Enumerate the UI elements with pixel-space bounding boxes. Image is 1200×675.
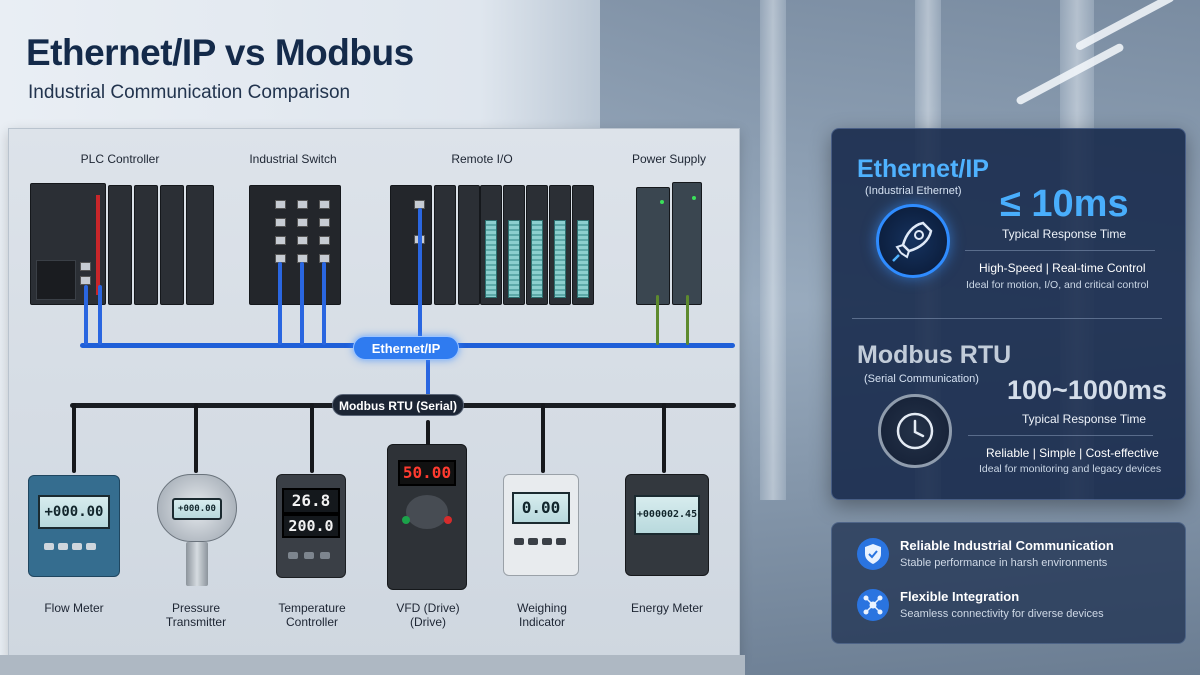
- modbus-rtu-badge: Modbus RTU (Serial): [332, 394, 464, 416]
- modbus-drop-cable: [310, 403, 314, 473]
- modbus-response-value: 100~1000ms: [1007, 375, 1167, 405]
- ethernet-subheading: (Industrial Ethernet): [865, 185, 962, 197]
- weighing-display: 0.00: [512, 492, 570, 524]
- network-icon: [857, 589, 889, 621]
- clock-icon: [878, 394, 952, 468]
- modbus-response-label: Typical Response Time: [1022, 412, 1147, 426]
- modbus-drop-cable: [662, 403, 666, 473]
- ethernet-response-label: Typical Response Time: [1002, 227, 1127, 241]
- ethernet-cable: [278, 262, 282, 345]
- modbus-description: Ideal for monitoring and legacy devices: [979, 463, 1162, 475]
- benefit-1-title: Reliable Industrial Communication: [900, 538, 1114, 553]
- ethernet-cable: [418, 208, 422, 345]
- page-title: Ethernet/IP vs Modbus: [26, 32, 414, 73]
- pressure-transmitter-label: Pressure Transmitter: [165, 601, 227, 629]
- pressure-display: +000.00: [172, 498, 222, 520]
- temp-pv-display: 26.8: [282, 488, 340, 514]
- ethernet-features: High-Speed | Real-time Control: [979, 261, 1146, 275]
- ethernet-heading: Ethernet/IP: [857, 155, 989, 183]
- panel-base: [0, 655, 745, 675]
- vfd-drive-label: VFD (Drive) (Drive): [396, 601, 460, 629]
- ethernet-cable: [98, 285, 102, 345]
- ethernet-cable: [322, 262, 326, 345]
- ethernet-ip-badge: Ethernet/IP: [353, 336, 459, 360]
- power-supply-label: Power Supply: [631, 152, 707, 166]
- benefits-card: [831, 522, 1186, 644]
- benefit-2-description: Seamless connectivity for diverse device…: [900, 608, 1104, 620]
- ethernet-description: Ideal for motion, I/O, and critical cont…: [966, 279, 1149, 291]
- power-wire: [686, 295, 689, 345]
- temperature-controller-label: Temperature Controller: [278, 601, 346, 629]
- flow-meter-label: Flow Meter: [44, 601, 104, 615]
- modbus-drop-cable: [541, 403, 545, 473]
- ethernet-response-value: ≤ 10ms: [1000, 183, 1129, 225]
- benefit-2-title: Flexible Integration: [900, 589, 1020, 604]
- benefit-1-description: Stable performance in harsh environments: [900, 557, 1108, 569]
- divider: [965, 250, 1155, 251]
- divider: [968, 435, 1153, 436]
- gateway-cable: [426, 345, 430, 397]
- ethernet-cable: [300, 262, 304, 345]
- modbus-drop-cable: [72, 403, 76, 473]
- modbus-features: Reliable | Simple | Cost-effective: [986, 446, 1159, 460]
- ethernet-cable: [84, 285, 88, 345]
- remote-io-label: Remote I/O: [451, 152, 513, 166]
- modbus-subheading: (Serial Communication): [864, 373, 979, 385]
- energy-meter-label: Energy Meter: [630, 601, 704, 615]
- weighing-indicator-label: Weighing Indicator: [517, 601, 567, 629]
- plc-controller-label: PLC Controller: [80, 152, 160, 166]
- power-wire: [656, 295, 659, 345]
- industrial-switch-label: Industrial Switch: [249, 152, 337, 166]
- modbus-drop-cable: [194, 403, 198, 473]
- temp-sv-display: 200.0: [282, 514, 340, 538]
- modbus-heading: Modbus RTU: [857, 341, 1012, 369]
- modbus-drop-cable: [426, 420, 430, 446]
- energy-display: +000002.45: [634, 495, 700, 535]
- page-subtitle: Industrial Communication Comparison: [28, 82, 351, 103]
- background-pillar: [760, 0, 786, 500]
- shield-icon: [857, 538, 889, 570]
- rocket-icon: [876, 204, 950, 278]
- section-divider: [852, 318, 1162, 319]
- flow-meter-display: +000.00: [38, 495, 110, 529]
- vfd-display: 50.00: [398, 460, 456, 486]
